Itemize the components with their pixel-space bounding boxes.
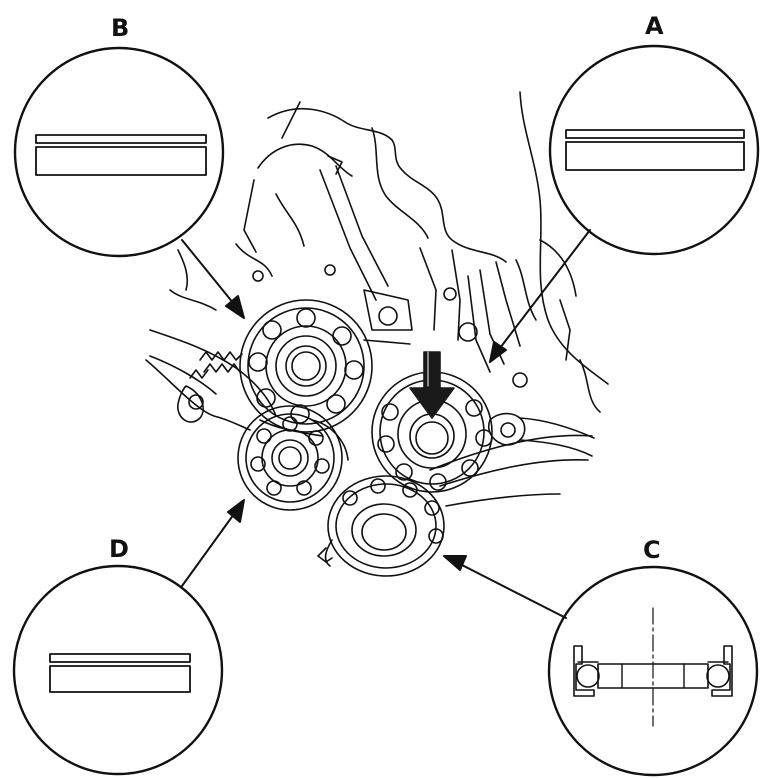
callout-circle-d: [12, 564, 224, 776]
callout-label-d: D: [109, 535, 129, 563]
gear-teeth: [189, 351, 243, 379]
leader-arrow-b: [181, 239, 245, 319]
bearing-d: [237, 405, 349, 511]
callout-label-b: B: [111, 14, 130, 42]
callout-circle-b: [13, 46, 225, 258]
down-arrow-icon: [409, 351, 455, 419]
callout-circle-c: [547, 565, 759, 777]
callout-label-a: A: [645, 12, 664, 40]
housing-outline: [169, 91, 609, 413]
leader-arrow-a: [489, 229, 591, 363]
case-flange: [145, 329, 595, 507]
bearing-c: [317, 475, 445, 577]
bearing-b: [239, 299, 373, 433]
leader-arrow-c: [443, 555, 567, 619]
shift-rail: [252, 264, 528, 388]
callout-circle-a: [548, 44, 760, 256]
leader-arrow-d: [181, 499, 245, 587]
callout-label-c: C: [643, 536, 661, 564]
